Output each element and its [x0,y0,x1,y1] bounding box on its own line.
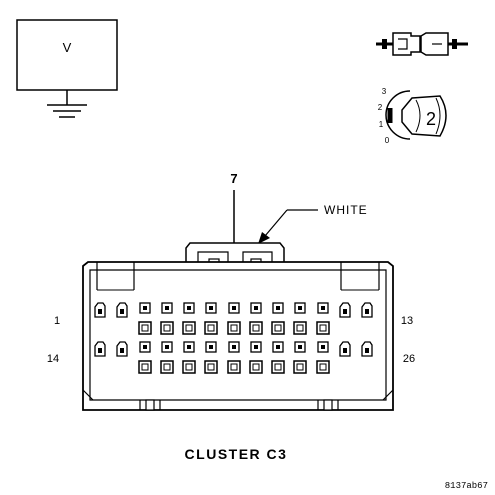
figure-id: 8137ab67 [445,481,488,491]
pin-cavity-11 [316,302,330,335]
pin-cavity-10 [293,302,307,335]
pin-cavity-14 [94,341,106,357]
ignition-switch-icon: 3 2 1 0 [378,87,447,145]
pin-cavity-15 [116,341,128,357]
ignition-key-number: 2 [426,109,436,129]
color-callout-leader [258,209,318,244]
pin-cavity-20 [227,341,241,374]
voltmeter-icon [16,19,118,118]
pin-cavity-26 [361,341,373,357]
pin-cavity-5 [182,302,196,335]
pin-label-1: 1 [54,315,60,327]
pin-cavity-13 [361,302,373,318]
voltmeter-symbol: V [63,40,72,55]
pin-cavity-8 [249,302,263,335]
connector-color-label: WHITE [324,203,368,217]
pin-label-14: 14 [47,353,59,365]
ignition-position-1: 1 [379,120,384,129]
ignition-position-2: 2 [378,103,383,112]
connector-name: CLUSTER C3 [185,446,288,462]
pin-cavity-24 [316,341,330,374]
pin-cavity-17 [160,341,174,374]
pin-cavity-2 [116,302,128,318]
pin-cavity-6 [204,302,218,335]
ignition-position-0: 0 [385,136,390,145]
pin-cavity-25 [339,341,351,357]
pin-cavity-21 [249,341,263,374]
pin-cavity-19 [204,341,218,374]
connector-housing [82,242,394,411]
pin-label-26: 26 [403,353,415,365]
pin-callout-number: 7 [230,171,237,186]
pin-cavity-23 [293,341,307,374]
pin-cavity-18 [182,341,196,374]
pin-label-13: 13 [401,315,413,327]
pin-cavity-3 [138,302,152,335]
pin-cavity-16 [138,341,152,374]
pin-cavity-22 [271,341,285,374]
pin-cavity-9 [271,302,285,335]
ignition-position-3: 3 [382,87,387,96]
pin-cavity-1 [94,302,106,318]
pin-cavity-7 [227,302,241,335]
pin-cavity-4 [160,302,174,335]
connector-disconnect-icon [376,32,468,56]
pin-cavity-12 [339,302,351,318]
